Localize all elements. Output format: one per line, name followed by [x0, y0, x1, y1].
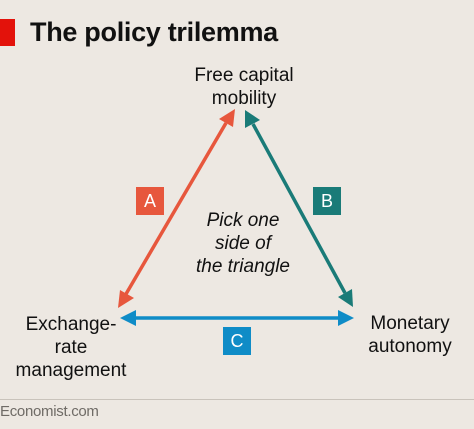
node-exchange-rate-management: Exchange- rate management — [2, 313, 140, 382]
node-free-capital-mobility: Free capital mobility — [164, 64, 324, 110]
source-credit: Economist.com — [0, 403, 99, 420]
center-line3: the triangle — [195, 256, 290, 277]
chart-title: The policy trilemma — [30, 17, 278, 47]
side-a-arrow — [118, 109, 235, 308]
node-monetary-autonomy: Monetary autonomy — [350, 312, 470, 358]
node-top-line1: Free capital — [194, 65, 294, 86]
side-b-arrow — [245, 110, 353, 307]
side-b-badge: B — [313, 187, 341, 215]
node-left-line1: Exchange- — [25, 314, 117, 335]
node-left-line2: rate — [54, 337, 88, 358]
side-c-badge: C — [223, 327, 251, 355]
side-a-badge: A — [136, 187, 164, 215]
node-right-line1: Monetary — [370, 313, 450, 334]
center-line1: Pick one — [206, 210, 280, 231]
center-instruction: Pick one side of the triangle — [168, 209, 318, 278]
node-top-line2: mobility — [211, 88, 277, 109]
center-line2: side of — [215, 233, 271, 254]
brand-red-tab — [0, 19, 15, 46]
node-left-line3: management — [15, 360, 127, 381]
node-right-line2: autonomy — [368, 336, 452, 357]
footer-divider — [0, 399, 474, 400]
side-c-arrow — [120, 310, 354, 326]
